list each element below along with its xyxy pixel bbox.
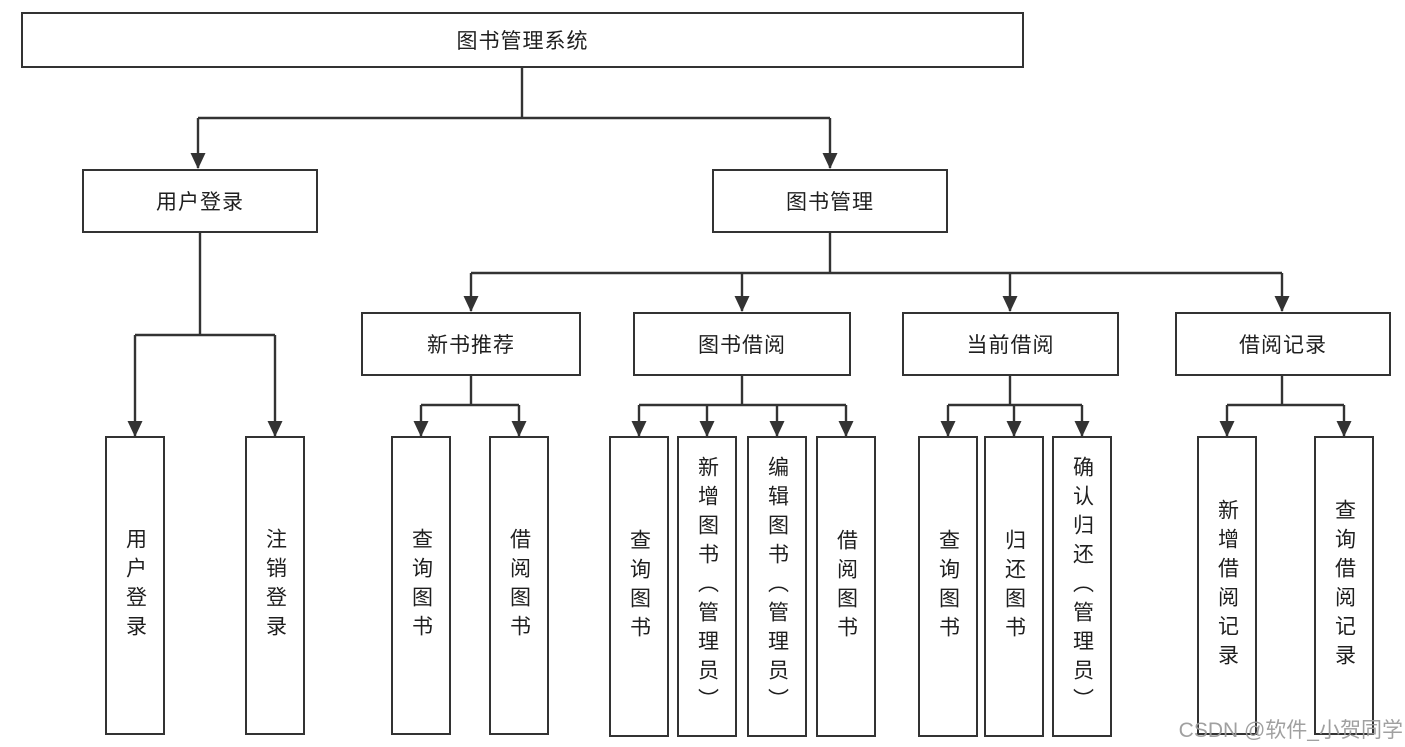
node-book-borrowing: 图书借阅: [633, 312, 851, 376]
leaf-borrow-book-recommend: 借阅图书: [489, 436, 549, 735]
node-user-login: 用户登录: [82, 169, 318, 233]
leaf-confirm-return-admin: 确认归还（管理员）: [1052, 436, 1112, 737]
connector-book-borrow-children: [631, 376, 854, 437]
leaf-query-book-current: 查询图书: [918, 436, 978, 737]
node-new-book-recommendation: 新书推荐: [361, 312, 581, 376]
leaf-user-login: 用户登录: [105, 436, 165, 735]
connector-user-login-children: [127, 233, 283, 437]
leaf-query-borrow-record: 查询借阅记录: [1314, 436, 1374, 735]
leaf-add-book-admin: 新增图书（管理员）: [677, 436, 737, 737]
leaf-add-borrow-record: 新增借阅记录: [1197, 436, 1257, 735]
connector-root-to-level2: [190, 68, 838, 169]
connector-book-management-children: [463, 233, 1290, 312]
connector-current-borrow-children: [940, 376, 1090, 437]
leaf-logout: 注销登录: [245, 436, 305, 735]
leaf-return-book: 归还图书: [984, 436, 1044, 737]
leaf-query-book-recommend: 查询图书: [391, 436, 451, 735]
node-borrowing-records: 借阅记录: [1175, 312, 1391, 376]
csdn-watermark: CSDN @软件_小贺同学: [1178, 719, 1403, 742]
leaf-edit-book-admin: 编辑图书（管理员）: [747, 436, 807, 737]
node-library-management-system: 图书管理系统: [21, 12, 1024, 68]
connector-new-book-children: [413, 376, 527, 437]
leaf-query-book-borrow: 查询图书: [609, 436, 669, 737]
node-current-borrowing: 当前借阅: [902, 312, 1119, 376]
node-book-management: 图书管理: [712, 169, 948, 233]
connector-borrow-record-children: [1219, 376, 1352, 437]
leaf-borrow-book: 借阅图书: [816, 436, 876, 737]
